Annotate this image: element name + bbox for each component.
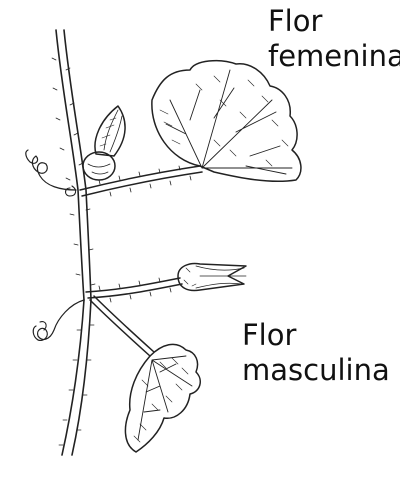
- female-flower-label: Flor femenina: [268, 4, 400, 74]
- upper-tendril: [26, 150, 76, 196]
- female-label-line1: Flor: [268, 4, 400, 39]
- male-flower-branch: [86, 278, 182, 302]
- upper-petiole: [80, 166, 202, 196]
- lower-tendril: [33, 300, 84, 340]
- female-flower: [83, 106, 125, 180]
- male-flower-label: Flor masculina: [242, 318, 390, 388]
- female-label-line2: femenina: [268, 39, 400, 74]
- male-flower: [178, 264, 246, 291]
- lower-petiole: [90, 296, 154, 356]
- male-label-line2: masculina: [242, 353, 390, 388]
- lower-leaf: [125, 344, 200, 452]
- upper-leaf: [152, 61, 301, 182]
- male-label-line1: Flor: [242, 318, 390, 353]
- main-stem: [52, 30, 95, 455]
